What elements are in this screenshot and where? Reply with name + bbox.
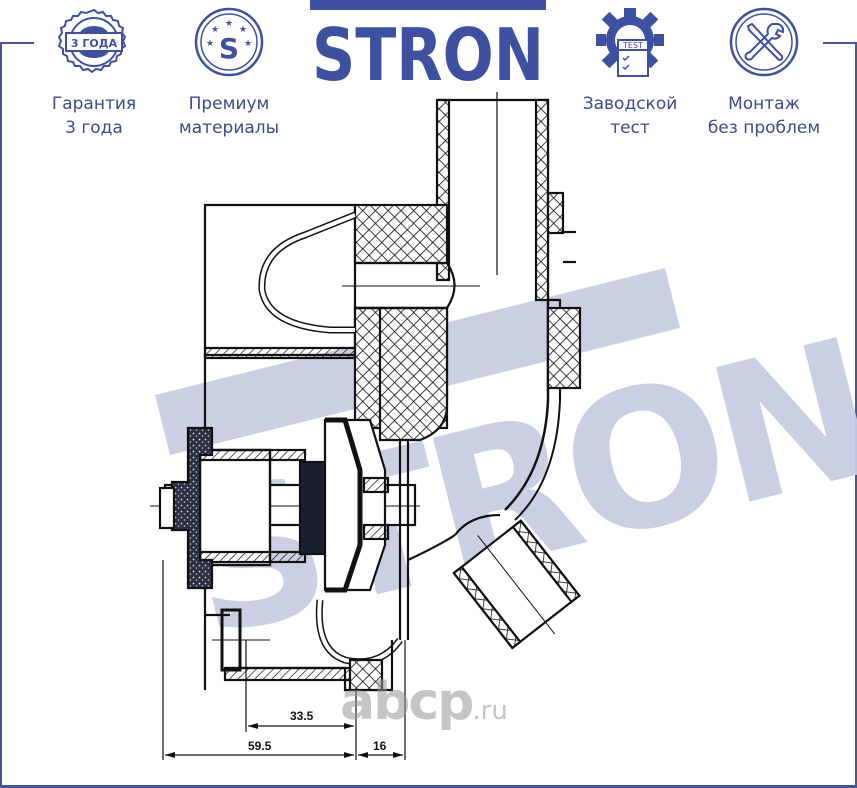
svg-text:S: S bbox=[219, 32, 239, 65]
feature-warranty-label: Гарантия 3 года bbox=[51, 94, 137, 138]
feature-factory-test: TEST Заводской тест bbox=[560, 0, 700, 140]
abcp-watermark: abcp.ru bbox=[340, 672, 508, 732]
feature-easy-install-label: Монтаж без проблем bbox=[707, 94, 821, 138]
svg-text:★: ★ bbox=[239, 25, 247, 35]
warranty-badge-icon: 3 ГОДА bbox=[58, 8, 127, 74]
svg-text:★: ★ bbox=[211, 25, 219, 35]
dimension-59-5: 59.5 bbox=[248, 739, 272, 753]
svg-text:★: ★ bbox=[244, 39, 252, 49]
frame-left bbox=[0, 42, 2, 788]
feature-factory-test-label: Заводской тест bbox=[582, 94, 678, 138]
frame-top-right bbox=[823, 42, 857, 44]
feature-premium: ★ ★ ★ ★ ★ S Премиум материалы bbox=[159, 0, 299, 140]
stron-logo: STRON bbox=[310, 0, 546, 86]
svg-text:★: ★ bbox=[225, 19, 233, 29]
factory-test-gear-icon: TEST bbox=[596, 8, 664, 77]
frame-top-left bbox=[0, 42, 34, 44]
feature-warranty: 3 ГОДА Гарантия 3 года bbox=[24, 0, 164, 140]
dimension-16: 16 bbox=[373, 739, 387, 753]
svg-text:3 ГОДА: 3 ГОДА bbox=[71, 37, 118, 50]
premium-star-s-icon: ★ ★ ★ ★ ★ S bbox=[194, 7, 264, 77]
dimension-33-5: 33.5 bbox=[290, 709, 314, 723]
svg-text:★: ★ bbox=[206, 39, 214, 49]
feature-premium-label: Премиум материалы bbox=[178, 94, 280, 138]
tools-wrench-screwdriver-icon bbox=[729, 7, 799, 77]
svg-text:TEST: TEST bbox=[622, 41, 643, 50]
frame-right bbox=[855, 42, 857, 788]
svg-text:STRON: STRON bbox=[312, 13, 544, 86]
feature-easy-install: Монтаж без проблем bbox=[694, 0, 834, 140]
frame-bottom bbox=[0, 785, 857, 788]
